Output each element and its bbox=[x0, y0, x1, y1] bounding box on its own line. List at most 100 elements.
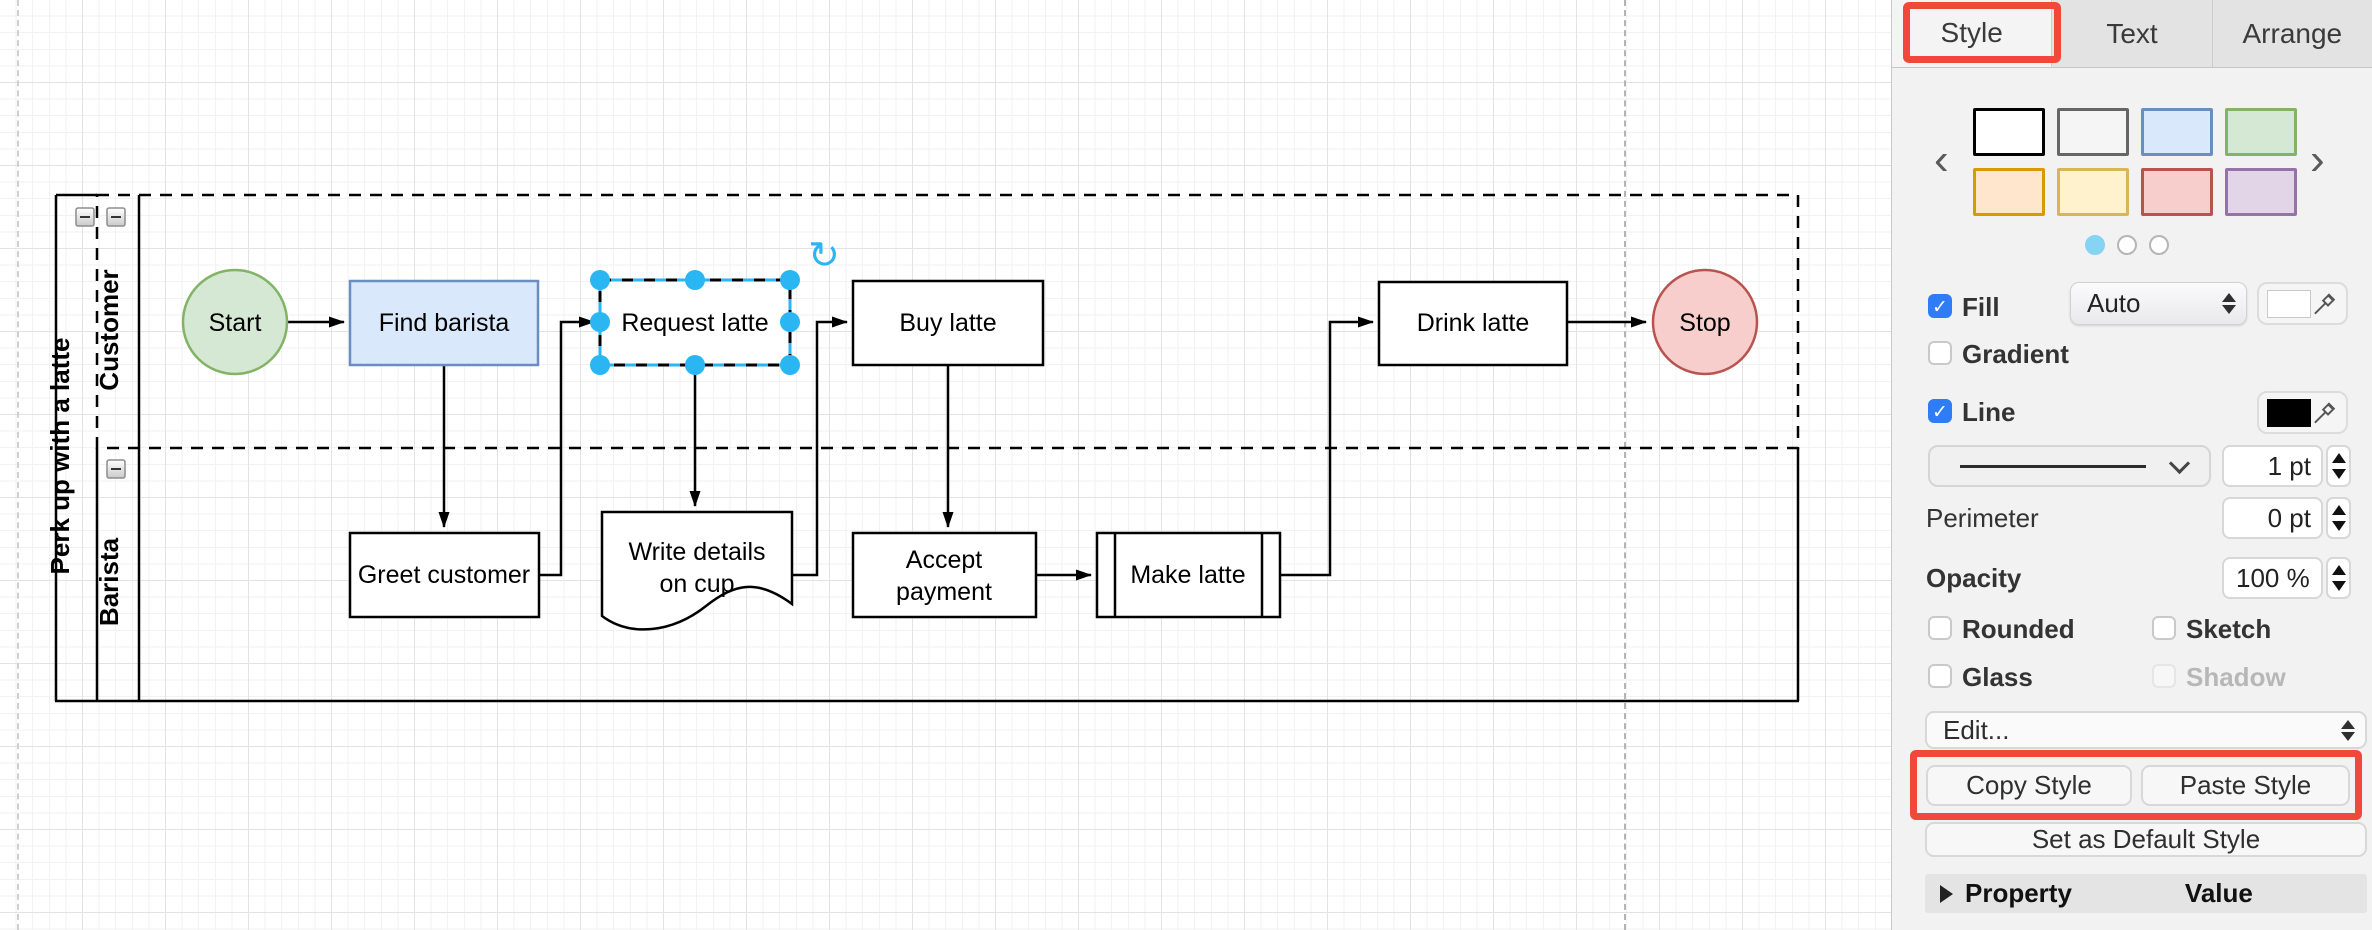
presets-next-icon[interactable]: › bbox=[2310, 135, 2325, 184]
rotate-handle-icon[interactable]: ↻ bbox=[808, 235, 840, 277]
node-accept-payment-label-line1: Accept bbox=[906, 546, 982, 574]
style-preset-swatch[interactable] bbox=[2225, 168, 2297, 216]
style-preset-swatch[interactable] bbox=[2057, 108, 2129, 156]
opacity-stepper[interactable] bbox=[2326, 557, 2351, 599]
line-label: Line bbox=[1962, 397, 2016, 427]
copy-style-button[interactable]: Copy Style bbox=[1926, 765, 2132, 806]
node-find-barista[interactable] bbox=[348, 279, 540, 367]
node-greet-customer-label: Greet customer bbox=[358, 561, 530, 589]
line-width-stepper[interactable] bbox=[2326, 445, 2351, 487]
line-color-button[interactable] bbox=[2257, 391, 2348, 434]
edit-style-dropdown[interactable]: Edit... bbox=[1925, 711, 2367, 749]
edit-style-value: Edit... bbox=[1943, 714, 2010, 745]
node-accept-payment[interactable] bbox=[851, 531, 1038, 619]
fill-color-button[interactable] bbox=[2257, 282, 2348, 325]
sketch-checkbox[interactable] bbox=[2152, 616, 2176, 640]
fill-mode-dropdown[interactable]: Auto bbox=[2070, 282, 2247, 325]
paste-style-button[interactable]: Paste Style bbox=[2141, 765, 2350, 806]
style-preset-swatch[interactable] bbox=[2057, 168, 2129, 216]
format-panel: Style Text Arrange ‹ › ✓ Fill Auto bbox=[1892, 0, 2372, 930]
diagram: Perk up with a latte Customer Barista bbox=[45, 193, 1800, 703]
page-break-line bbox=[1624, 0, 1626, 930]
node-greet-customer[interactable] bbox=[348, 531, 541, 619]
node-buy-latte[interactable] bbox=[851, 279, 1045, 367]
pool-title[interactable]: Perk up with a latte bbox=[45, 338, 75, 575]
selection-handles[interactable] bbox=[590, 270, 800, 375]
fill-checkbox[interactable]: ✓ bbox=[1928, 294, 1952, 318]
node-make-latte-label: Make latte bbox=[1130, 561, 1245, 589]
barista-lane-collapse-button[interactable] bbox=[106, 459, 126, 479]
node-make-latte[interactable] bbox=[1095, 531, 1282, 619]
glass-checkbox[interactable] bbox=[1928, 664, 1952, 688]
style-preset-swatch[interactable] bbox=[2225, 108, 2297, 156]
shadow-label: Shadow bbox=[2186, 662, 2286, 692]
eyedropper-icon bbox=[2313, 292, 2336, 314]
perimeter-stepper[interactable] bbox=[2326, 497, 2351, 539]
rounded-checkbox[interactable] bbox=[1928, 616, 1952, 640]
updown-arrows-icon bbox=[2222, 293, 2236, 314]
lane-label-barista[interactable]: Barista bbox=[94, 537, 124, 626]
node-accept-payment-label-line2: payment bbox=[896, 578, 992, 606]
format-tabbar: Style Text Arrange bbox=[1892, 0, 2372, 68]
tab-arrange[interactable]: Arrange bbox=[2242, 17, 2343, 49]
line-checkbox[interactable]: ✓ bbox=[1928, 399, 1952, 423]
opacity-label: Opacity bbox=[1926, 563, 2022, 593]
page-break-line-left bbox=[17, 0, 19, 930]
tab-text[interactable]: Text bbox=[2052, 0, 2213, 67]
rounded-label: Rounded bbox=[1962, 614, 2075, 644]
diagram-canvas[interactable]: Perk up with a latte Customer Barista bbox=[0, 0, 1892, 930]
edge-make-to-drink[interactable] bbox=[1280, 316, 1374, 577]
style-preset-swatch[interactable] bbox=[2141, 108, 2213, 156]
perimeter-label: Perimeter bbox=[1926, 503, 2039, 533]
edge-greet-to-request[interactable] bbox=[539, 316, 595, 577]
node-start[interactable] bbox=[181, 268, 289, 376]
node-drink-latte[interactable] bbox=[1377, 280, 1569, 367]
expand-triangle-icon[interactable] bbox=[1940, 884, 1953, 903]
line-style-sample bbox=[1960, 464, 2146, 468]
line-style-dropdown[interactable] bbox=[1928, 445, 2211, 487]
gradient-label: Gradient bbox=[1962, 339, 2069, 369]
preset-page-dot-1[interactable] bbox=[2085, 235, 2105, 255]
edge-write-to-buy[interactable] bbox=[792, 316, 848, 577]
pool-collapse-button[interactable] bbox=[75, 207, 95, 227]
fill-color-swatch bbox=[2267, 289, 2311, 318]
shadow-checkbox bbox=[2152, 664, 2176, 688]
node-write-details-label-line1: Write details bbox=[628, 538, 765, 566]
fill-mode-value: Auto bbox=[2087, 288, 2141, 318]
value-header-label: Value bbox=[2184, 878, 2253, 908]
node-buy-latte-label: Buy latte bbox=[899, 309, 996, 337]
node-stop[interactable] bbox=[1651, 268, 1759, 376]
glass-label: Glass bbox=[1962, 662, 2033, 692]
updown-arrows-icon bbox=[2341, 719, 2355, 741]
selection-request-latte: ↻ bbox=[590, 235, 840, 375]
preset-page-dot-3[interactable] bbox=[2149, 235, 2169, 255]
preset-page-dot-2[interactable] bbox=[2117, 235, 2137, 255]
presets-prev-icon[interactable]: ‹ bbox=[1934, 135, 1949, 184]
node-write-details-label-line2: on cup bbox=[659, 570, 734, 598]
style-preset-swatch[interactable] bbox=[1973, 108, 2045, 156]
line-width-field[interactable]: 1 pt bbox=[2222, 445, 2323, 487]
customer-lane-collapse-button[interactable] bbox=[106, 207, 126, 227]
tab-style[interactable]: Style bbox=[1892, 0, 2053, 67]
opacity-field[interactable]: 100 % bbox=[2222, 557, 2323, 599]
sketch-label: Sketch bbox=[2186, 614, 2272, 644]
set-default-style-button[interactable]: Set as Default Style bbox=[1925, 822, 2367, 857]
node-find-barista-label: Find barista bbox=[379, 309, 510, 337]
property-header-label: Property bbox=[1965, 878, 2072, 908]
node-start-label: Start bbox=[209, 309, 262, 337]
chevron-down-icon bbox=[2168, 452, 2191, 474]
style-preset-swatch[interactable] bbox=[2141, 168, 2213, 216]
perimeter-value: 0 pt bbox=[2267, 502, 2311, 533]
line-width-value: 1 pt bbox=[2267, 450, 2311, 481]
style-preset-swatch[interactable] bbox=[1973, 168, 2045, 216]
node-stop-label: Stop bbox=[1679, 309, 1730, 337]
preset-pagination-dots bbox=[2085, 235, 2169, 255]
lane-label-customer[interactable]: Customer bbox=[94, 269, 124, 390]
perimeter-field[interactable]: 0 pt bbox=[2222, 497, 2323, 539]
gradient-checkbox[interactable] bbox=[1928, 341, 1952, 365]
node-request-latte-label: Request latte bbox=[621, 309, 768, 337]
property-value-header[interactable]: Property Value bbox=[1925, 874, 2367, 913]
node-write-details-document[interactable] bbox=[600, 510, 794, 631]
line-color-swatch bbox=[2267, 398, 2311, 427]
